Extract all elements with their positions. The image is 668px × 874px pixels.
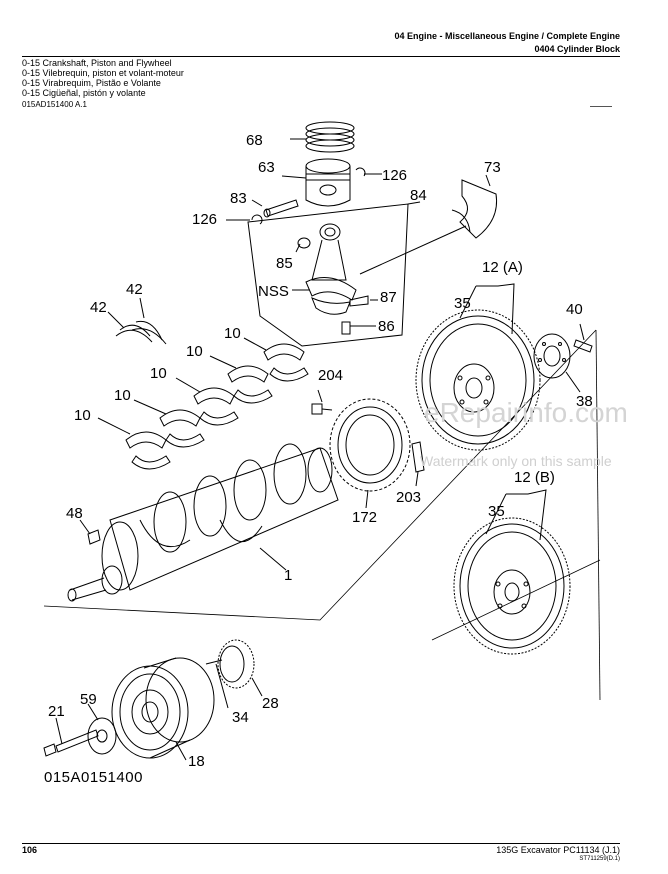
rod-nut bbox=[349, 295, 369, 307]
pulley-washer bbox=[87, 717, 117, 755]
watermark-line1: eRepairinfo.com bbox=[424, 397, 628, 428]
callout-84: 84 bbox=[410, 187, 427, 204]
flywheel-b-leader bbox=[506, 489, 547, 541]
header-section: 04 Engine - Miscellaneous Engine / Compl… bbox=[394, 31, 620, 41]
crank-key bbox=[87, 529, 101, 545]
piston bbox=[281, 158, 351, 207]
thrust-washers bbox=[115, 320, 167, 345]
callout-10-c: 10 bbox=[150, 365, 167, 382]
title-spanish: 0-15 Cigüeñal, pistón y volante bbox=[22, 88, 146, 98]
rod-bolt bbox=[341, 321, 351, 335]
flywheel-a-leader bbox=[476, 283, 515, 335]
callout-38: 38 bbox=[576, 393, 593, 410]
watermark: eRepairinfo.com Watermark only on this s… bbox=[420, 397, 628, 469]
callout-86: 86 bbox=[378, 318, 395, 335]
page-header: 04 Engine - Miscellaneous Engine / Compl… bbox=[394, 30, 620, 56]
title-french: 0-15 Vilebrequin, piston et volant-moteu… bbox=[22, 68, 184, 78]
callout-40: 40 bbox=[566, 301, 583, 318]
callout-12a: 12 (A) bbox=[482, 259, 523, 276]
callout-34: 34 bbox=[232, 709, 249, 726]
callout-126-left: 126 bbox=[192, 211, 217, 228]
callout-1: 1 bbox=[284, 567, 292, 584]
main-bearings bbox=[125, 343, 309, 470]
gear-bolt bbox=[311, 403, 323, 415]
callout-63: 63 bbox=[258, 159, 275, 176]
short-rule bbox=[590, 106, 612, 107]
callout-12b: 12 (B) bbox=[514, 469, 555, 486]
callout-68: 68 bbox=[246, 132, 263, 149]
piston-rings bbox=[290, 121, 355, 153]
circlip-right bbox=[355, 167, 366, 177]
callout-126-right: 126 bbox=[382, 167, 407, 184]
callout-35-b: 35 bbox=[488, 503, 505, 520]
callout-73: 73 bbox=[484, 159, 501, 176]
connecting-rod bbox=[297, 223, 357, 315]
callout-labels: 68 63 126 73 83 126 84 85 NSS 87 86 42 4… bbox=[44, 132, 593, 786]
callout-48: 48 bbox=[66, 505, 83, 522]
callout-10-e: 10 bbox=[74, 407, 91, 424]
crank-pulley bbox=[111, 657, 215, 759]
crank-gear bbox=[329, 398, 411, 492]
flywheel-b bbox=[453, 517, 571, 655]
footer-code: ST711259(D.1) bbox=[579, 856, 620, 862]
callout-85: 85 bbox=[276, 255, 293, 272]
flywheel-bolt bbox=[573, 339, 593, 353]
figure-titles: 0-15 Crankshaft, Piston and Flywheel 0-1… bbox=[22, 58, 184, 98]
callout-18: 18 bbox=[188, 753, 205, 770]
piston-pin bbox=[251, 199, 299, 218]
callout-59: 59 bbox=[80, 691, 97, 708]
dowel-pin bbox=[411, 441, 425, 473]
watermark-line2: Watermark only on this sample bbox=[420, 453, 612, 469]
title-english: 0-15 Crankshaft, Piston and Flywheel bbox=[22, 58, 172, 68]
flywheel-a bbox=[415, 309, 541, 451]
figure-ref-code: 015AD151400 A.1 bbox=[22, 100, 87, 109]
callout-87: 87 bbox=[380, 289, 397, 306]
con-rod-bearing bbox=[451, 179, 498, 239]
crankshaft bbox=[67, 443, 339, 602]
callout-172: 172 bbox=[352, 509, 377, 526]
callout-204: 204 bbox=[318, 367, 343, 384]
pulley-bolt bbox=[43, 729, 99, 757]
callout-35-a: 35 bbox=[454, 295, 471, 312]
title-portuguese: 0-15 Virabrequim, Pistão e Volante bbox=[22, 78, 161, 88]
con-rod-kit-frame bbox=[247, 203, 409, 347]
timing-gear bbox=[205, 639, 255, 689]
callout-nss: NSS bbox=[258, 283, 289, 300]
footer-rule bbox=[22, 843, 620, 844]
page-number: 106 bbox=[22, 845, 38, 855]
callout-10-a: 10 bbox=[224, 325, 241, 342]
callout-28: 28 bbox=[262, 695, 279, 712]
callout-83: 83 bbox=[230, 190, 247, 207]
circlip-left bbox=[251, 214, 263, 225]
retainer-plate bbox=[533, 333, 571, 379]
callout-10-d: 10 bbox=[114, 387, 131, 404]
footer-model: 135G Excavator PC11134 (J.1) bbox=[496, 845, 620, 855]
header-rule bbox=[22, 56, 620, 57]
figure-id: 015A0151400 bbox=[44, 769, 143, 786]
callout-203: 203 bbox=[396, 489, 421, 506]
callout-21: 21 bbox=[48, 703, 65, 720]
header-group: 0404 Cylinder Block bbox=[534, 44, 620, 54]
callout-42-right: 42 bbox=[126, 281, 143, 298]
callout-42-left: 42 bbox=[90, 299, 107, 316]
assembly-leader bbox=[43, 329, 597, 621]
callout-10-b: 10 bbox=[186, 343, 203, 360]
